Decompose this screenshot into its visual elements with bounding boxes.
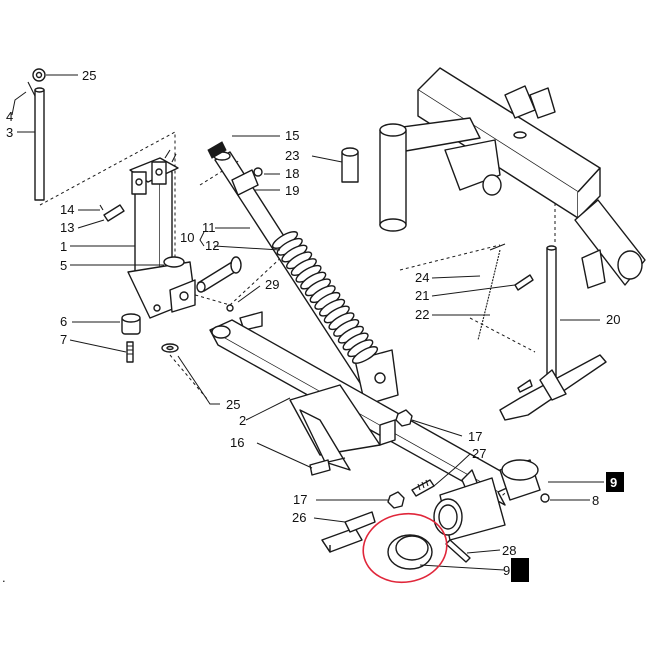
label-3: 3 (6, 125, 13, 140)
threaded-rod-27 (411, 479, 435, 497)
label-8: 8 (592, 493, 599, 508)
label-16: 16 (230, 435, 244, 450)
label-18: 18 (285, 166, 299, 181)
label-19: 19 (285, 183, 299, 198)
label-29: 29 (265, 277, 279, 292)
stand-20 (499, 245, 607, 421)
block-26 (321, 511, 376, 553)
coil-spring-12 (271, 231, 379, 364)
label-6: 6 (60, 314, 67, 329)
bolt-16 (309, 457, 346, 476)
label-17-upper: 17 (468, 429, 482, 444)
label-13: 13 (60, 220, 74, 235)
bolt-7 (126, 341, 134, 363)
label-7: 7 (60, 332, 67, 347)
spring-pin-21 (514, 274, 534, 291)
label-20: 20 (606, 312, 620, 327)
bolt-28 (445, 539, 471, 563)
bushing-6 (121, 313, 141, 335)
nut-17-lower (387, 491, 405, 509)
label-2: 2 (239, 413, 246, 428)
bushing-9-lower (387, 534, 433, 570)
label-23: 23 (285, 148, 299, 163)
chain-24 (477, 243, 506, 341)
label-25-bottom: 25 (226, 397, 240, 412)
pin-shaft-3 (27, 68, 46, 201)
label-17-lower: 17 (293, 492, 307, 507)
label-21: 21 (415, 288, 429, 303)
spring-coil (351, 346, 379, 364)
bushing-9-upper (499, 459, 541, 501)
label-14: 14 (60, 202, 74, 217)
label-24: 24 (415, 270, 429, 285)
label-22: 22 (415, 307, 429, 322)
label-15: 15 (285, 128, 299, 143)
main-frame (379, 67, 646, 289)
label-9-upper: 9 (610, 475, 617, 490)
stray-mark: . (2, 570, 6, 585)
label-5: 5 (60, 258, 67, 273)
callout-labels: 25 4 3 14 13 1 5 6 7 25 2 16 17 26 15 23… (2, 68, 624, 585)
tube-end (433, 477, 506, 541)
label-4: 4 (6, 109, 13, 124)
clip-29 (226, 304, 263, 331)
post-bracket-1 (127, 149, 196, 319)
bolt-22 (517, 379, 533, 393)
label-28: 28 (502, 543, 516, 558)
washer-25-lower (161, 343, 179, 353)
label-12: 12 (205, 238, 219, 253)
label-27: 27 (472, 446, 486, 461)
label-25-top: 25 (82, 68, 96, 83)
grease-nipple-8 (540, 493, 550, 503)
nut-17-upper (395, 409, 413, 427)
small-pin-13 (99, 204, 125, 222)
label-26: 26 (292, 510, 306, 525)
leader-lines (11, 74, 604, 571)
label-11: 11 (202, 220, 216, 235)
sleeve-23 (341, 147, 359, 183)
axle-pin-5 (196, 256, 242, 293)
frame-post (379, 123, 407, 232)
label-10: 10 (180, 230, 194, 245)
highlight-circle (362, 512, 448, 584)
main-arm-2 (209, 319, 521, 506)
callout-9-upper-box (606, 472, 624, 492)
label-1: 1 (60, 239, 67, 254)
callout-9-lower-box (511, 558, 529, 582)
label-9-lower: 9 (503, 563, 510, 578)
